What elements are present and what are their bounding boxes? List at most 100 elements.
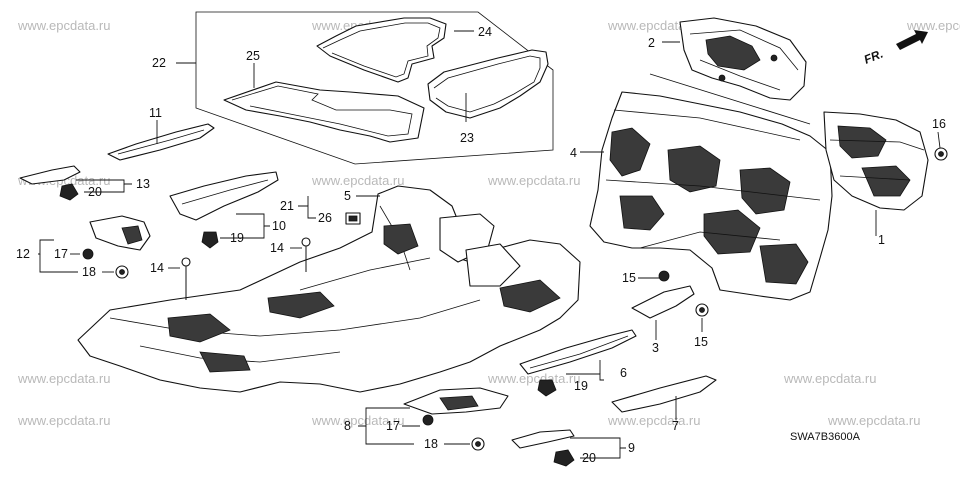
mat-edge-line xyxy=(231,85,413,137)
clip-part-19[interactable] xyxy=(537,379,557,397)
watermark: www.epcdata.ru xyxy=(827,413,921,428)
clip-part-18[interactable] xyxy=(471,437,485,451)
front-driver-mat[interactable] xyxy=(223,81,425,143)
insulator-shadow xyxy=(759,243,809,285)
leader-line xyxy=(76,179,132,185)
insulator-shadow xyxy=(619,195,665,231)
clip-part-17[interactable] xyxy=(82,248,94,260)
insulator-detail xyxy=(829,139,925,181)
kick-panel-right[interactable] xyxy=(511,429,575,449)
clip-part-15[interactable] xyxy=(658,270,670,282)
clip-part-20[interactable] xyxy=(553,449,575,467)
leader-line xyxy=(365,426,414,445)
watermark: www.epcdata.ru xyxy=(311,173,405,188)
leader-line xyxy=(220,226,265,239)
insulator-shadow xyxy=(739,167,791,215)
clip-part-19[interactable] xyxy=(201,231,219,249)
callout-14: 14 xyxy=(150,261,164,275)
trim-detail xyxy=(181,179,269,205)
callout-6: 6 xyxy=(620,366,627,380)
watermark: www.epcdata.ru xyxy=(487,371,581,386)
leader-line xyxy=(38,239,54,255)
callout-5: 5 xyxy=(344,189,351,203)
watermark: www.epcdata.ru xyxy=(607,413,701,428)
diagram-code: SWA7B3600A xyxy=(790,431,861,443)
clip-part-26[interactable] xyxy=(345,212,361,225)
floor-mat-group xyxy=(176,11,554,165)
carpet-shadow xyxy=(383,223,419,255)
leader-line xyxy=(649,73,811,125)
right-trim-group xyxy=(358,270,717,467)
watermark: www.epcdata.ru xyxy=(487,173,581,188)
clip-hole xyxy=(770,54,778,62)
callout-26: 26 xyxy=(318,211,332,225)
foot-rest[interactable] xyxy=(631,285,695,319)
leader-line xyxy=(566,373,604,381)
mat-edge-line xyxy=(322,22,441,78)
insulator-shadow xyxy=(837,125,887,159)
trim-detail xyxy=(117,129,205,155)
callout-20: 20 xyxy=(88,185,102,199)
carpet-shadow xyxy=(267,291,335,319)
left-trim-group xyxy=(19,120,311,300)
carpet-shadow xyxy=(167,313,231,343)
side-garnish-left[interactable] xyxy=(169,171,279,221)
side-sill-right[interactable] xyxy=(611,375,717,413)
watermark: www.epcdata.ru xyxy=(17,413,111,428)
front-passenger-mat[interactable] xyxy=(316,17,447,83)
callout-22: 22 xyxy=(152,56,166,70)
front-direction-indicator: FR. xyxy=(862,30,928,67)
clip-part-17[interactable] xyxy=(422,414,434,426)
callout-25: 25 xyxy=(246,49,260,63)
leader-line xyxy=(580,448,621,459)
leader-line xyxy=(39,254,78,273)
callout-8: 8 xyxy=(344,419,351,433)
callout-19: 19 xyxy=(230,231,244,245)
insulator-shadow xyxy=(861,165,911,197)
callout-23: 23 xyxy=(460,131,474,145)
leader-line xyxy=(236,213,270,227)
callout-24: 24 xyxy=(478,25,492,39)
callout-21: 21 xyxy=(280,199,294,213)
leader-line xyxy=(937,131,941,149)
callout-labels: 1 2 3 4 5 6 7 8 9 10 11 12 13 14 14 15 1… xyxy=(16,25,946,465)
callout-4: 4 xyxy=(570,146,577,160)
callout-12: 12 xyxy=(16,247,30,261)
clip-part-20[interactable] xyxy=(59,183,79,201)
clip-part-16[interactable] xyxy=(934,147,948,161)
clip-part-15[interactable] xyxy=(695,303,709,317)
front-side-trim-left[interactable] xyxy=(89,215,151,251)
callout-15: 15 xyxy=(694,335,708,349)
arrow-icon xyxy=(896,30,928,50)
watermark: www.epcdata.ru xyxy=(311,413,405,428)
callout-16: 16 xyxy=(932,117,946,131)
leader-line xyxy=(84,184,125,193)
rear-mat[interactable] xyxy=(427,49,549,119)
insulator-shadow xyxy=(667,145,721,193)
leader-line xyxy=(570,437,626,449)
carpet-shadow xyxy=(499,279,561,313)
callout-18: 18 xyxy=(82,265,96,279)
callout-18: 18 xyxy=(424,437,438,451)
callout-17: 17 xyxy=(54,247,68,261)
watermark: www.epcdata.ru xyxy=(906,18,960,33)
callout-11: 11 xyxy=(149,106,162,120)
callout-13: 13 xyxy=(136,177,150,191)
sill-garnish-right[interactable] xyxy=(519,329,637,375)
insulator-shadow xyxy=(609,127,651,177)
bolt-part-14[interactable] xyxy=(301,237,311,272)
sill-garnish-left[interactable] xyxy=(107,123,215,161)
carpet-shadow xyxy=(199,351,251,373)
bolt-part-14[interactable] xyxy=(181,257,191,300)
clip-part-18[interactable] xyxy=(115,265,129,279)
callout-1: 1 xyxy=(878,233,885,247)
floor-carpet-group xyxy=(77,185,581,393)
trim-detail xyxy=(529,335,629,369)
dashboard-insulator-group xyxy=(580,17,948,301)
callout-19: 19 xyxy=(574,379,588,393)
leader-line xyxy=(298,205,316,219)
tunnel-section xyxy=(465,243,521,287)
kick-panel-left[interactable] xyxy=(19,165,81,185)
insulator-shadow xyxy=(705,35,761,71)
